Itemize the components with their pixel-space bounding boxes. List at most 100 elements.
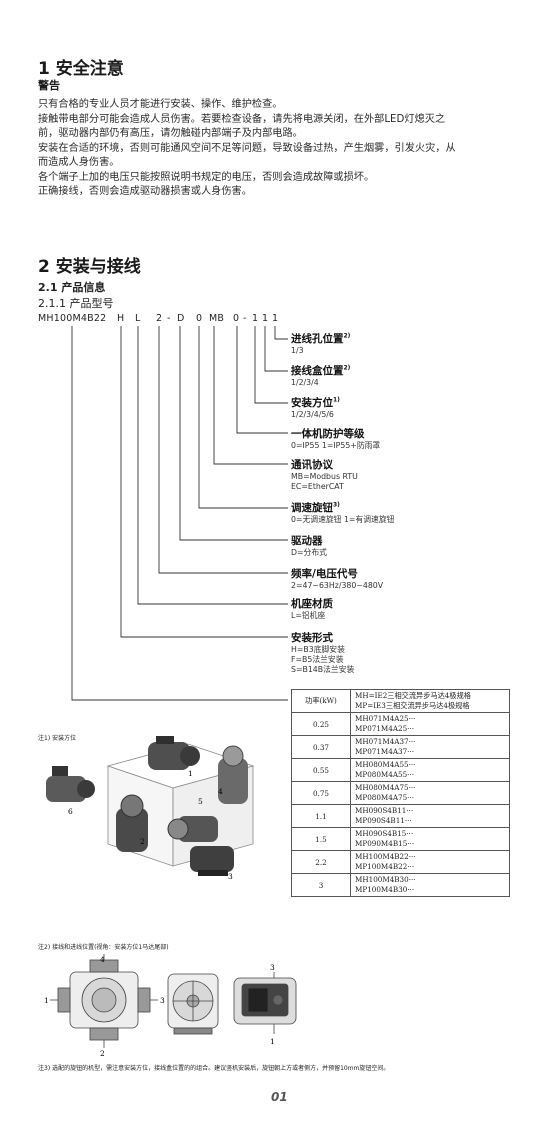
orientation-number: 1 — [188, 769, 193, 778]
motor-icon — [218, 745, 248, 804]
legend-entry: 进线孔位置2) 1/3 — [291, 331, 350, 356]
model-connector-lines — [71, 326, 288, 701]
model-char: - — [243, 313, 247, 324]
table-row: 0.25 MH071M4A25···MP071M4A25··· — [291, 712, 510, 736]
legend-title: 机座材质 — [291, 598, 333, 610]
legend-option: EC=EtherCAT — [291, 482, 344, 491]
legend-option: 1/3 — [291, 346, 304, 355]
warning-line: 而造成人身伤害。 — [38, 157, 120, 168]
footnote-ref: 2) — [343, 332, 351, 340]
legend-entry: 安装形式 H=B3底脚安装 F=B5法兰安装 S=B14B法兰安装 — [291, 630, 354, 675]
legend-entry: 驱动器 D=分布式 — [291, 533, 327, 558]
model-char: MB — [209, 313, 225, 324]
table-cell-power: 0.37 — [291, 735, 351, 759]
legend-title: 一体机防护等级 — [291, 428, 365, 440]
table-cell-power: 0.75 — [291, 781, 351, 805]
model-char: 1 — [272, 313, 279, 324]
warning-line: 前，驱动器内部仍有高压，请勿触碰内部端子及内部电路。 — [38, 128, 303, 139]
model-char: D — [177, 313, 185, 324]
model-char: 0 — [233, 313, 240, 324]
legend-option: F=B5法兰安装 — [291, 655, 344, 664]
table-cell-model: MH080M4A75···MP080M4A75··· — [350, 781, 510, 805]
footnote-ref: 2) — [343, 364, 351, 372]
subsection-title: 2.1 产品信息 — [38, 281, 106, 294]
table-row: 0.55 MH080M4A55···MP080M4A55··· — [291, 758, 510, 782]
footnote-ref: 3) — [333, 501, 340, 509]
note-1: 注1) 安装方位 — [38, 735, 77, 742]
legend-option: H=B3底脚安装 — [291, 645, 345, 654]
legend-option: L=铝机座 — [291, 611, 326, 620]
table-cell-model: MH090S4B11···MP090S4B11··· — [350, 804, 510, 828]
legend-entry: 通讯协议 MB=Modbus RTU EC=EtherCAT — [291, 457, 358, 492]
legend-title: 频率/电压代号 — [291, 568, 358, 580]
legend-title: 驱动器 — [291, 535, 323, 547]
note-3: 注3) 选配的旋钮的机型，需注意安装方位，接线盒位置的的组合。建议竖机安装后，旋… — [38, 1065, 390, 1072]
legend-option: D=分布式 — [291, 548, 327, 557]
table-row: 1.1 MH090S4B11···MP090S4B11··· — [291, 804, 510, 828]
position-number: 1 — [270, 1037, 275, 1046]
table-cell-power: 2.2 — [291, 850, 351, 874]
table-cell-power: 0.55 — [291, 758, 351, 782]
legend-option: 0=IP55 1=IP55+防雨罩 — [291, 441, 381, 450]
drive-box-view — [233, 972, 297, 1034]
orientation-number: 2 — [140, 837, 145, 846]
orientation-number: 5 — [198, 797, 203, 806]
legend-entry: 机座材质 L=铝机座 — [291, 596, 333, 621]
legend-title: 进线孔位置2) — [291, 332, 351, 346]
model-char: 1 — [252, 313, 259, 324]
legend-entry: 一体机防护等级 0=IP55 1=IP55+防雨罩 — [291, 426, 380, 451]
motor-icon — [148, 736, 200, 770]
position-number: 3 — [270, 963, 275, 972]
legend-title: 安装方位1) — [291, 396, 340, 410]
position-number: 3 — [160, 996, 165, 1005]
legend-option: 1/2/3/4/5/6 — [291, 410, 334, 419]
orientation-number: 3 — [228, 872, 233, 881]
warning-line: 安装在合适的环境，否则可能通风空间不足等问题，导致设备过热，产生烟雾，引发火灾，… — [38, 142, 456, 154]
section-2-title: 2 安装与接线 — [38, 257, 141, 277]
table-header-model: MH=IE2三相交流异步马达4极规格 MP=IE3三相交流异步马达4极规格 — [350, 689, 510, 713]
mounting-orientation-figure: 1 2 3 4 5 6 — [46, 736, 255, 881]
legend-entry: 频率/电压代号 2=47~63Hz/380~480V — [291, 566, 383, 591]
legend-entry: 调速旋钮3) 0=无调速旋钮 1=有调速旋钮 — [291, 500, 394, 525]
table-cell-power: 0.25 — [291, 712, 351, 736]
model-char: 0 — [196, 313, 203, 324]
table-row: 3 MH100M4B30···MP100M4B30··· — [291, 873, 510, 897]
table-cell-model: MH071M4A37···MP071M4A37··· — [350, 735, 510, 759]
model-char: 2 — [156, 313, 163, 324]
legend-title: 安装形式 — [291, 632, 333, 644]
model-char: L — [135, 313, 141, 324]
power-model-table: 功率(kW) MH=IE2三相交流异步马达4极规格 MP=IE3三相交流异步马达… — [291, 689, 510, 897]
model-char: H — [117, 313, 125, 324]
warning-line: 只有合格的专业人员才能进行安装、操作、维护检查。 — [38, 99, 283, 110]
table-row: 0.37 MH071M4A37···MP071M4A37··· — [291, 735, 510, 759]
orientation-number: 4 — [218, 787, 223, 796]
legend-option: 1/2/3/4 — [291, 378, 319, 387]
legend-title: 通讯协议 — [291, 459, 333, 471]
table-cell-model: MH080M4A55···MP080M4A55··· — [350, 758, 510, 782]
motor-icon — [167, 816, 218, 842]
table-cell-power: 1.5 — [291, 827, 351, 851]
motor-icon — [190, 846, 234, 876]
page-number: 01 — [271, 1090, 288, 1104]
model-char: - — [167, 313, 171, 324]
position-number: 2 — [100, 1049, 105, 1058]
motor-icon — [46, 766, 95, 802]
legend-option: 0=无调速旋钮 1=有调速旋钮 — [291, 515, 395, 524]
table-cell-model: MH100M4B30···MP100M4B30··· — [350, 873, 510, 897]
table-cell-power: 3 — [291, 873, 351, 897]
position-number: 4 — [100, 955, 105, 964]
legend-entry: 接线盒位置2) 1/2/3/4 — [291, 363, 350, 388]
warning-text: 只有合格的专业人员才能进行安装、操作、维护检查。 接触带电部分可能会造成人员伤害… — [38, 98, 538, 200]
subsubsection-title: 2.1.1 产品型号 — [38, 297, 114, 310]
table-row: 0.75 MH080M4A75···MP080M4A75··· — [291, 781, 510, 805]
table-cell-model: MH100M4B22···MP100M4B22··· — [350, 850, 510, 874]
position-number: 1 — [44, 996, 49, 1005]
motor-icon — [116, 794, 148, 852]
legend-title: 调速旋钮3) — [291, 501, 340, 515]
warning-heading: 警告 — [38, 79, 60, 92]
table-row: 2.2 MH100M4B22···MP100M4B22··· — [291, 850, 510, 874]
table-row: 1.5 MH090S4B15···MP090M4B15··· — [291, 827, 510, 851]
warning-line: 各个端子上加的电压只能按照说明书规定的电压，否则会造成故障或损坏。 — [38, 171, 375, 183]
wiring-position-figure: 4 1 2 3 3 1 — [44, 954, 297, 1058]
motor-fin-view — [167, 973, 219, 1035]
